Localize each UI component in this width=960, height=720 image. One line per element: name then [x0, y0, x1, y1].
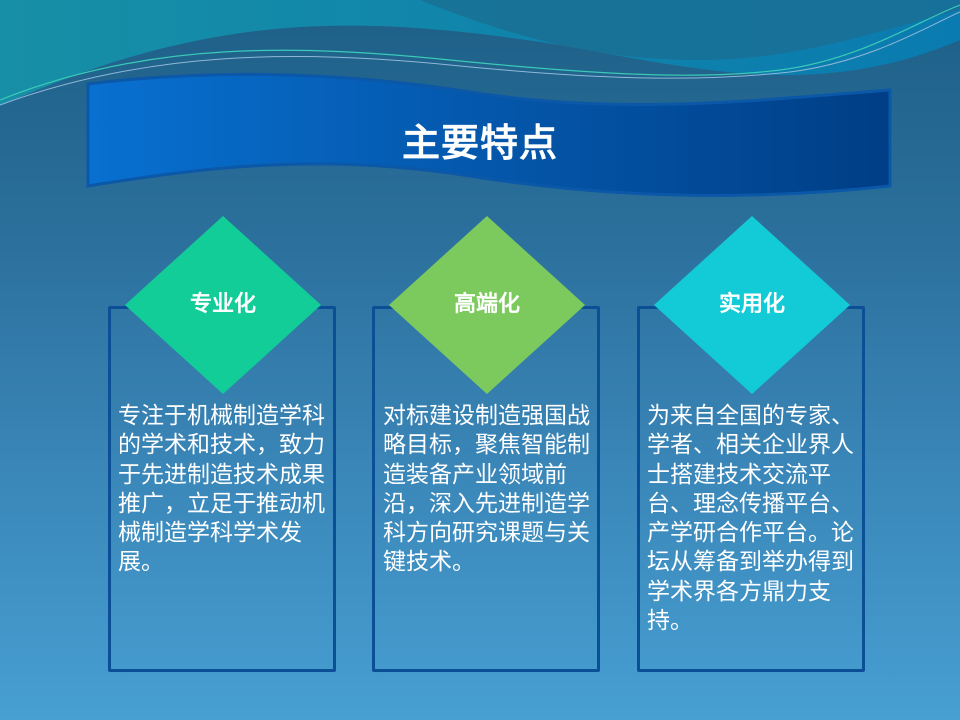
card-heading: 专业化: [189, 292, 256, 317]
page-title: 主要特点: [401, 121, 558, 165]
card-description: 对标建设制造强国战略目标，聚焦智能制造装备产业领域前沿，深入先进制造学科方向研究…: [383, 403, 590, 576]
diamond-badge-practical: 实用化: [654, 216, 850, 394]
card-description: 为来自全国的专家、学者、相关企业界人士搭建技术交流平台、理念传播平台、产学研合作…: [647, 403, 854, 635]
diamond-badge-high-end: 高端化: [389, 216, 585, 394]
diamond-badge-professional: 专业化: [125, 216, 321, 394]
card-heading: 高端化: [453, 292, 520, 317]
card-description: 专注于机械制造学科的学术和技术，致力于先进制造技术成果推广，立足于推动机械制造学…: [118, 403, 325, 576]
card-heading: 实用化: [718, 292, 785, 317]
